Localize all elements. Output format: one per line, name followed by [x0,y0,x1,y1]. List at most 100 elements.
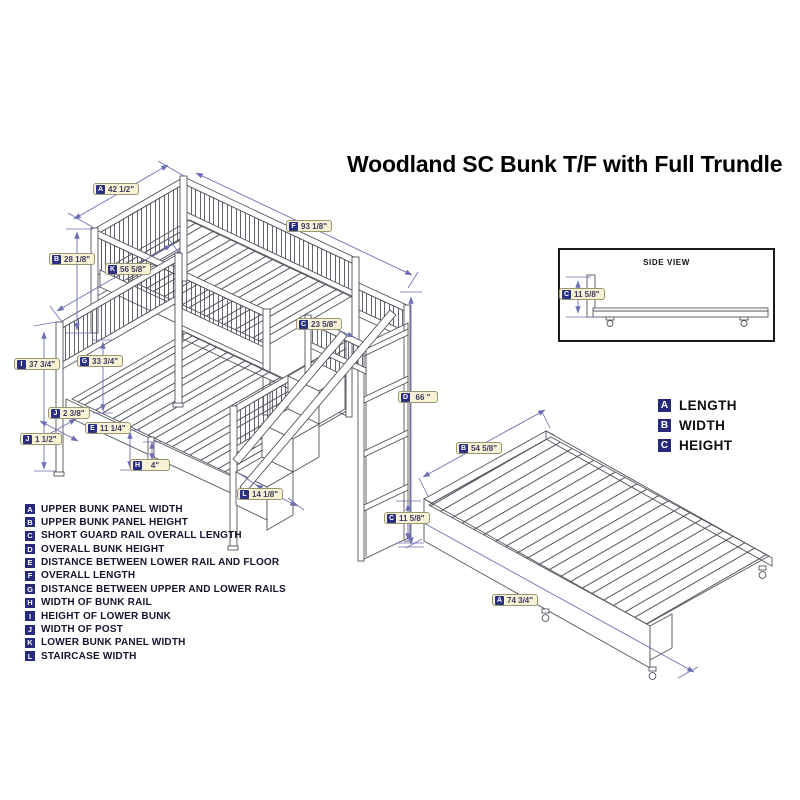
key-letter-chip: C [658,439,671,452]
dim-callout-staircase-width: L 14 1/8" [237,488,284,500]
legend-label: SHORT GUARD RAIL OVERALL LENGTH [41,530,242,542]
legend-letter-chip: C [25,530,35,541]
dim-letter-chip: J [23,434,32,444]
legend-row: B UPPER BUNK PANEL HEIGHT [25,516,286,528]
dim-value: 4" [150,460,160,470]
legend-letter-chip: G [25,584,35,595]
dim-letter-chip: C [562,289,571,299]
legend-label: DISTANCE BETWEEN UPPER AND LOWER RAILS [41,583,286,595]
legend-label: WIDTH OF POST [41,624,124,636]
dim-letter-chip: D [401,392,410,402]
legend-row: A UPPER BUNK PANEL WIDTH [25,503,286,515]
dim-value: 28 1/8" [64,254,91,264]
dim-callout-post-width-bottom: J 1 1/2" [20,433,62,445]
dim-value: 11 5/8" [399,513,425,523]
legend-letter-chip: D [25,544,35,555]
dim-callout-side-view-height: C 11 5/8" [559,288,605,300]
dim-letter-chip: B [459,443,468,453]
size-key-row: A LENGTH [658,398,737,413]
legend-label: HEIGHT OF LOWER BUNK [41,610,172,622]
dim-callout-post-width-top: J 2 3/8" [48,407,90,419]
key-label: WIDTH [679,418,726,433]
dim-value: 42 1/2" [108,184,135,194]
legend-label: OVERALL LENGTH [41,570,136,582]
dim-letter-chip: B [52,254,61,264]
dim-value: 11 1/4" [100,423,126,433]
size-key-row: C HEIGHT [658,438,737,453]
dim-callout-trundle-length: A 74 3/4" [492,594,539,606]
dim-callout-trundle-height: C 11 5/8" [384,512,430,524]
dim-callout-lower-bunk-height: I 37 3/4" [14,358,61,370]
dim-letter-chip: I [17,359,26,369]
legend-row: D OVERALL BUNK HEIGHT [25,543,286,555]
dim-letter-chip: H [133,460,142,470]
dim-value: 2 3/8" [63,408,85,418]
legend-row: J WIDTH OF POST [25,624,286,636]
dim-value: 56 5/8" [120,264,147,274]
side-view-title: SIDE VIEW [643,258,690,267]
dim-callout-trundle-width: B 54 5/8" [456,442,503,454]
size-key-row: B WIDTH [658,418,737,433]
legend-label: UPPER BUNK PANEL WIDTH [41,503,183,515]
dim-value: 54 5/8" [471,443,498,453]
dim-value: 93 1/8" [301,221,328,231]
dim-value: 23 5/8" [311,319,338,329]
dim-letter-chip: A [495,595,504,605]
legend-label: WIDTH OF BUNK RAIL [41,597,152,609]
dim-callout-bunk-rail-width: H 4" [130,459,170,471]
legend-letter-chip: B [25,517,35,528]
dim-callout-rail-distance: G 33 3/4" [77,355,124,367]
legend-row: K LOWER BUNK PANEL WIDTH [25,637,286,649]
dim-value: 14 1/8" [252,489,279,499]
dim-callout-upper-panel-height: B 28 1/8" [49,253,96,265]
legend-label: DISTANCE BETWEEN LOWER RAIL AND FLOOR [41,557,280,569]
dim-letter-chip: J [51,408,60,418]
legend-label: UPPER BUNK PANEL HEIGHT [41,516,189,528]
legend-letter-chip: F [25,570,35,581]
dim-letter-chip: E [88,423,97,433]
dim-value: 33 3/4" [92,356,119,366]
dim-callout-lower-panel-width: K 56 5/8" [105,263,152,275]
dim-callout-rail-to-floor: E 11 1/4" [85,422,131,434]
trundle-drawing [423,430,773,680]
size-key: A LENGTH B WIDTH C HEIGHT [658,398,737,453]
dim-letter-chip: C [299,319,308,329]
dim-letter-chip: A [96,184,105,194]
dim-letter-chip: L [240,489,249,499]
dim-value: 37 3/4" [29,359,56,369]
legend-letter-chip: E [25,557,35,568]
dimension-legend: A UPPER BUNK PANEL WIDTH B UPPER BUNK PA… [25,503,286,662]
legend-row: F OVERALL LENGTH [25,570,286,582]
legend-letter-chip: I [25,611,35,622]
key-letter-chip: B [658,419,671,432]
dim-letter-chip: C [387,513,396,523]
legend-row: L STAIRCASE WIDTH [25,650,286,662]
legend-letter-chip: K [25,637,35,648]
legend-label: STAIRCASE WIDTH [41,650,137,662]
key-label: LENGTH [679,398,737,413]
legend-letter-chip: J [25,624,35,635]
key-letter-chip: A [658,399,671,412]
dim-callout-overall-length: F 93 1/8" [286,220,333,232]
legend-letter-chip: A [25,504,35,514]
dim-value: 11 5/8" [574,289,600,299]
dim-callout-short-guard-rail: C 23 5/8" [296,318,343,330]
page-title: Woodland SC Bunk T/F with Full Trundle [347,151,783,177]
legend-row: C SHORT GUARD RAIL OVERALL LENGTH [25,530,286,542]
legend-label: OVERALL BUNK HEIGHT [41,543,165,555]
legend-label: LOWER BUNK PANEL WIDTH [41,637,186,649]
dim-letter-chip: K [108,264,117,274]
dim-value: 74 3/4" [507,595,534,605]
dim-callout-overall-bunk-height: D 66 " [398,391,438,403]
legend-row: H WIDTH OF BUNK RAIL [25,597,286,609]
legend-letter-chip: H [25,597,35,608]
legend-row: E DISTANCE BETWEEN LOWER RAIL AND FLOOR [25,557,286,569]
caster-icon [605,316,749,327]
key-label: HEIGHT [679,438,733,453]
dim-letter-chip: G [80,356,89,366]
legend-letter-chip: L [25,651,35,662]
dim-letter-chip: F [289,221,298,231]
legend-row: I HEIGHT OF LOWER BUNK [25,610,286,622]
dim-value: 66 " [415,392,431,402]
